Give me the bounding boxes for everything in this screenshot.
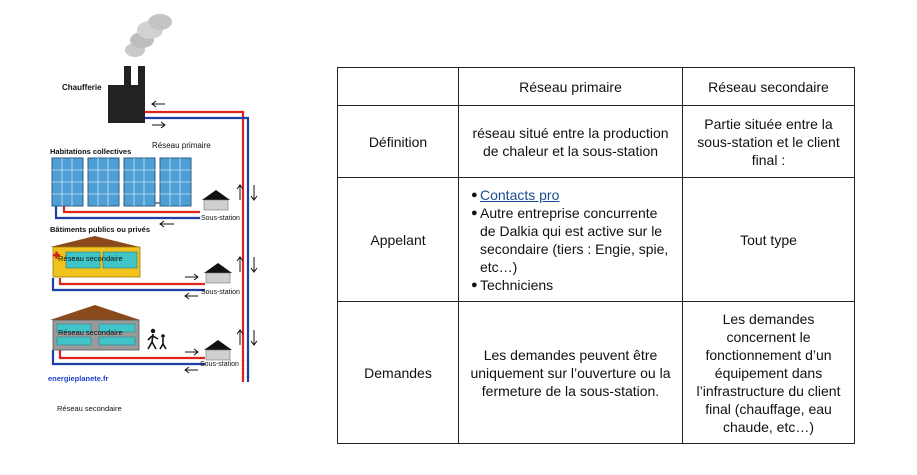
list-item: Techniciens [471, 276, 674, 294]
reseau-secondaire-caption: Réseau secondaire [57, 404, 122, 413]
sous-station-label: Sous-station [201, 215, 240, 222]
flow-arrows [151, 100, 258, 374]
brand-label: energieplanete.fr [48, 374, 109, 383]
table-row-demandes: Demandes Les demandes peuvent être uniqu… [337, 301, 855, 444]
sous-station-label: Sous-station [200, 361, 239, 368]
definition-secondaire: Partie située entre la sous-station et l… [682, 105, 855, 178]
header-reseau-primaire: Réseau primaire [458, 67, 683, 106]
smoke-icon [125, 14, 172, 57]
apartment-buildings-icon [51, 157, 192, 207]
table-header-row: Réseau primaire Réseau secondaire [337, 67, 855, 106]
appelant-list: Contacts pro Autre entreprise concurrent… [471, 186, 674, 294]
definition-primaire: réseau situé entre la production de chal… [458, 105, 683, 178]
row-label-appelant: Appelant [337, 177, 459, 302]
substation-icon [204, 340, 232, 361]
substation-icon [202, 190, 230, 211]
habitations-label: Habitations collectives [50, 147, 131, 156]
table-row-appelant: Appelant Contacts pro Autre entreprise c… [337, 177, 855, 302]
pedestrians-icon [147, 328, 167, 350]
batiments-label: Bâtiments publics ou privés [50, 225, 150, 234]
factory-icon [108, 66, 145, 123]
reseau-secondaire-label: Réseau secondaire [58, 254, 123, 263]
table-row-definition: Définition réseau situé entre la product… [337, 105, 855, 178]
row-label-demandes: Demandes [337, 301, 459, 444]
comparison-table: Réseau primaire Réseau secondaire Défini… [337, 67, 855, 444]
district-heating-diagram: Chaufferie Réseau primaire Habi [48, 14, 258, 413]
reseau-secondaire-label: Réseau secondaire [58, 328, 123, 337]
reseau-primaire-label: Réseau primaire [152, 141, 211, 150]
header-reseau-secondaire: Réseau secondaire [682, 67, 855, 106]
demandes-secondaire: Les demandes concernent le fonctionnemen… [682, 301, 855, 444]
contacts-pro-link[interactable]: Contacts pro [480, 186, 560, 203]
appelant-secondaire: Tout type [682, 177, 855, 302]
sous-station-label: Sous-station [201, 289, 240, 296]
row-label-definition: Définition [337, 105, 459, 178]
chaufferie-label: Chaufferie [62, 83, 102, 92]
demandes-primaire: Les demandes peuvent être uniquement sur… [458, 301, 683, 444]
public-building-icon [50, 236, 141, 278]
header-empty [337, 67, 459, 106]
substation-icon [204, 263, 232, 284]
office-building-icon [50, 305, 140, 351]
appelant-primaire: Contacts pro Autre entreprise concurrent… [458, 177, 683, 302]
list-item[interactable]: Contacts pro [471, 186, 674, 204]
pipe-network [51, 110, 250, 384]
list-item: Autre entreprise concurrente de Dalkia q… [471, 204, 674, 276]
